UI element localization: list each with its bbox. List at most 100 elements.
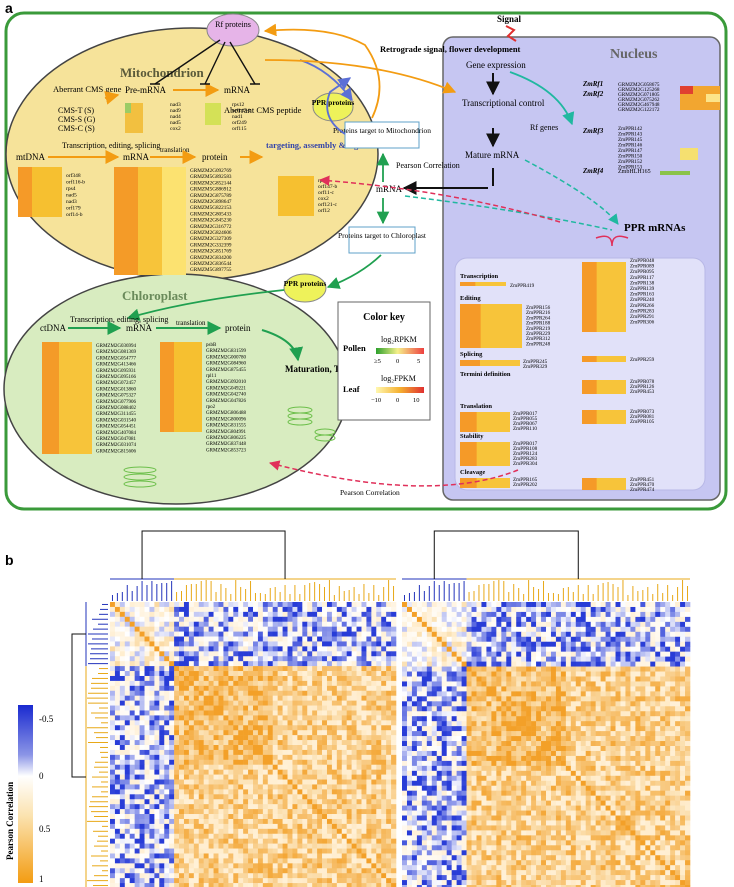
heatmap-cell	[356, 675, 362, 682]
heatmap-cell	[213, 611, 219, 618]
heatmap-cell	[501, 646, 507, 652]
heatmap-cell	[541, 681, 547, 687]
heatmap-cell	[312, 759, 318, 766]
heatmap-cell	[366, 833, 372, 839]
heatmap-cell	[630, 616, 636, 623]
heatmap-cell	[312, 878, 318, 884]
ppr-gene-label: ZmPPR474	[630, 487, 655, 493]
heatmap-cell	[154, 602, 160, 608]
heatmap-cell	[312, 818, 318, 825]
heatmap-cell	[292, 853, 298, 859]
heatmap-cell	[590, 606, 596, 613]
heatmap-cell	[595, 646, 601, 652]
ct-translation-label: translation	[176, 319, 206, 327]
rf1-heat-cell	[680, 86, 693, 94]
heatmap-cell	[531, 606, 537, 613]
heatmap-cell	[257, 848, 264, 854]
heatmap-cell	[262, 858, 269, 864]
heatmap-cell	[346, 769, 352, 775]
heatmap-cell	[307, 858, 313, 864]
heatmap-cell	[550, 686, 557, 692]
heatmap-cell	[570, 606, 577, 613]
heatmap-cell	[149, 602, 155, 608]
heatmap-cell	[282, 749, 288, 756]
heatmap-cell	[134, 611, 140, 618]
heatmap-cell	[565, 626, 572, 633]
gene-expression-label: Gene expression	[466, 60, 526, 70]
heatmap-cell	[600, 621, 606, 628]
heatmap-cell	[188, 809, 195, 815]
heatmap-cell	[655, 701, 661, 707]
heatmap-cell	[630, 636, 636, 643]
heatmap-cell	[188, 858, 195, 864]
heatmap-cell	[124, 675, 131, 682]
mt-gene-label: GRMZM2G836544	[190, 261, 232, 267]
heatmap-cell	[253, 823, 259, 830]
heatmap-cell	[169, 636, 175, 642]
heatmap-cell	[506, 616, 512, 623]
heatmap-cell	[262, 804, 269, 810]
heatmap-cell	[159, 690, 165, 696]
heatmap-cell	[119, 794, 126, 800]
heatmap-cell	[331, 626, 338, 632]
heatmap-cell	[341, 769, 347, 775]
heatmap-cell	[341, 675, 347, 682]
heatmap-cell	[516, 651, 522, 657]
heatmap-cell	[356, 784, 362, 790]
heatmap-cell	[590, 671, 596, 677]
heatmap-cell	[282, 666, 288, 672]
heatmap-cell	[218, 740, 224, 746]
heatmap-cell	[144, 749, 150, 756]
heatmap-cell	[218, 774, 224, 780]
heatmap-cell	[326, 675, 333, 682]
heatmap-cell	[238, 730, 244, 736]
heatmap-cell	[129, 833, 135, 839]
heatmap-cell	[336, 779, 343, 785]
heatmap-cell	[164, 863, 170, 869]
heatmap-cell	[228, 858, 234, 864]
ppr-gene-label: ZmPPR248	[526, 341, 551, 347]
heatmap-cell	[550, 631, 557, 638]
heatmap-cell	[446, 651, 452, 657]
heatmap-cell	[272, 705, 278, 711]
heatmap-cell	[326, 685, 333, 692]
heatmap-cell	[248, 725, 254, 731]
heatmap-cell	[159, 641, 165, 647]
heatmap-cell	[198, 779, 204, 785]
heatmap-cell	[336, 621, 343, 627]
heatmap-cell	[149, 671, 155, 677]
heatmap-cell	[600, 661, 606, 667]
heatmap-cell	[218, 838, 224, 844]
heatmap-cell	[590, 626, 596, 633]
heatmap-cell	[322, 730, 328, 736]
heatmap-cell	[336, 695, 343, 701]
heatmap-cell	[174, 695, 180, 701]
heatmap-cell	[149, 804, 155, 810]
heatmap-cell	[248, 735, 254, 741]
heatmap-cell	[361, 814, 367, 820]
heatmap-cell	[287, 700, 293, 706]
heatmap-cell	[312, 631, 318, 637]
heatmap-cell	[149, 661, 155, 667]
heatmap-cell	[198, 685, 204, 692]
mt-gene-label: GRMZM2G875789	[190, 193, 232, 199]
heatmap-cell	[272, 641, 278, 647]
heatmap-cell	[238, 745, 244, 751]
heatmap-cell	[317, 626, 323, 632]
heatmap-cell	[238, 774, 244, 780]
heatmap-cell	[198, 735, 204, 741]
heatmap-cell	[356, 730, 362, 736]
heatmap-cell	[179, 715, 185, 721]
heatmap-cell	[134, 636, 140, 642]
heatmap-cell	[302, 621, 308, 627]
heatmap-cell	[154, 818, 160, 825]
heatmap-cell	[193, 611, 200, 618]
heatmap-cell	[287, 804, 293, 810]
heatmap-cell	[114, 641, 121, 647]
heatmap-cell	[287, 602, 293, 608]
heatmap-cell	[282, 611, 288, 618]
heatmap-cell	[351, 735, 357, 741]
heatmap-cell	[218, 656, 224, 662]
heatmap-cell	[590, 661, 596, 667]
heatmap-cell	[243, 730, 249, 736]
